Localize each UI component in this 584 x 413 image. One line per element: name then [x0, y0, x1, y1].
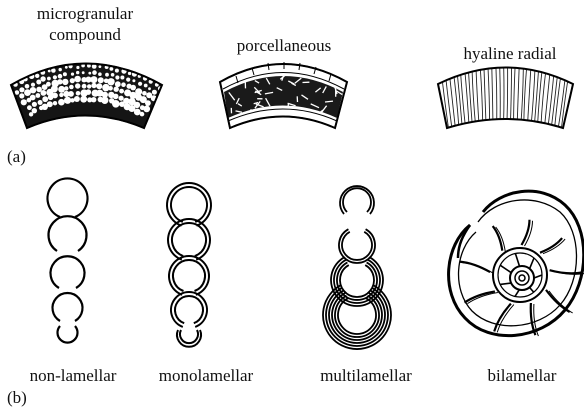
monolamellar-chambers	[167, 183, 211, 347]
bilamellar-coiled-test	[449, 191, 584, 336]
microgranular-compound-wall	[9, 58, 163, 128]
hyaline-radial-wall	[438, 60, 573, 132]
non-lamellar-chambers	[47, 178, 87, 342]
multilamellar-chambers	[323, 186, 391, 349]
porcellaneous-wall	[220, 62, 348, 128]
